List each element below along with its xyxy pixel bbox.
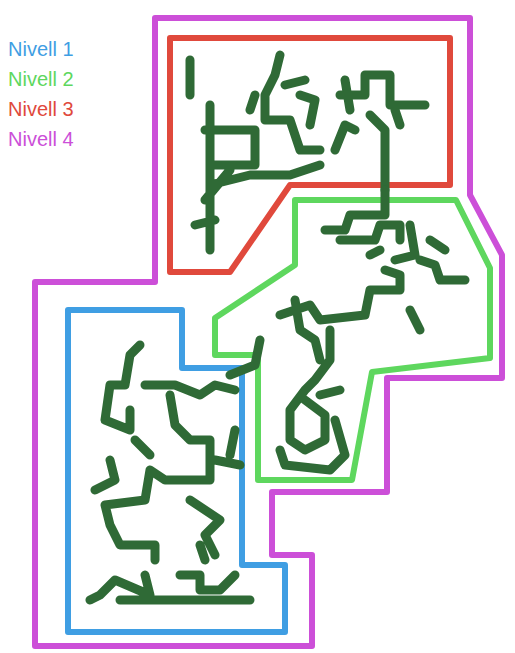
legend-label: Nivell 3	[8, 98, 74, 120]
level-4-outline	[35, 18, 502, 646]
legend-swatch: Nivell 2	[8, 64, 74, 94]
legend-label: Nivell 4	[8, 128, 74, 150]
legend-label: Nivell 1	[8, 38, 74, 60]
legend-swatch: Nivell 1	[8, 34, 74, 64]
maze-paths	[90, 55, 465, 600]
legend: Nivell 1 Nivell 2 Nivell 3 Nivell 4	[8, 34, 74, 154]
legend-swatch: Nivell 4	[8, 124, 74, 154]
legend-swatch: Nivell 3	[8, 94, 74, 124]
legend-label: Nivell 2	[8, 68, 74, 90]
